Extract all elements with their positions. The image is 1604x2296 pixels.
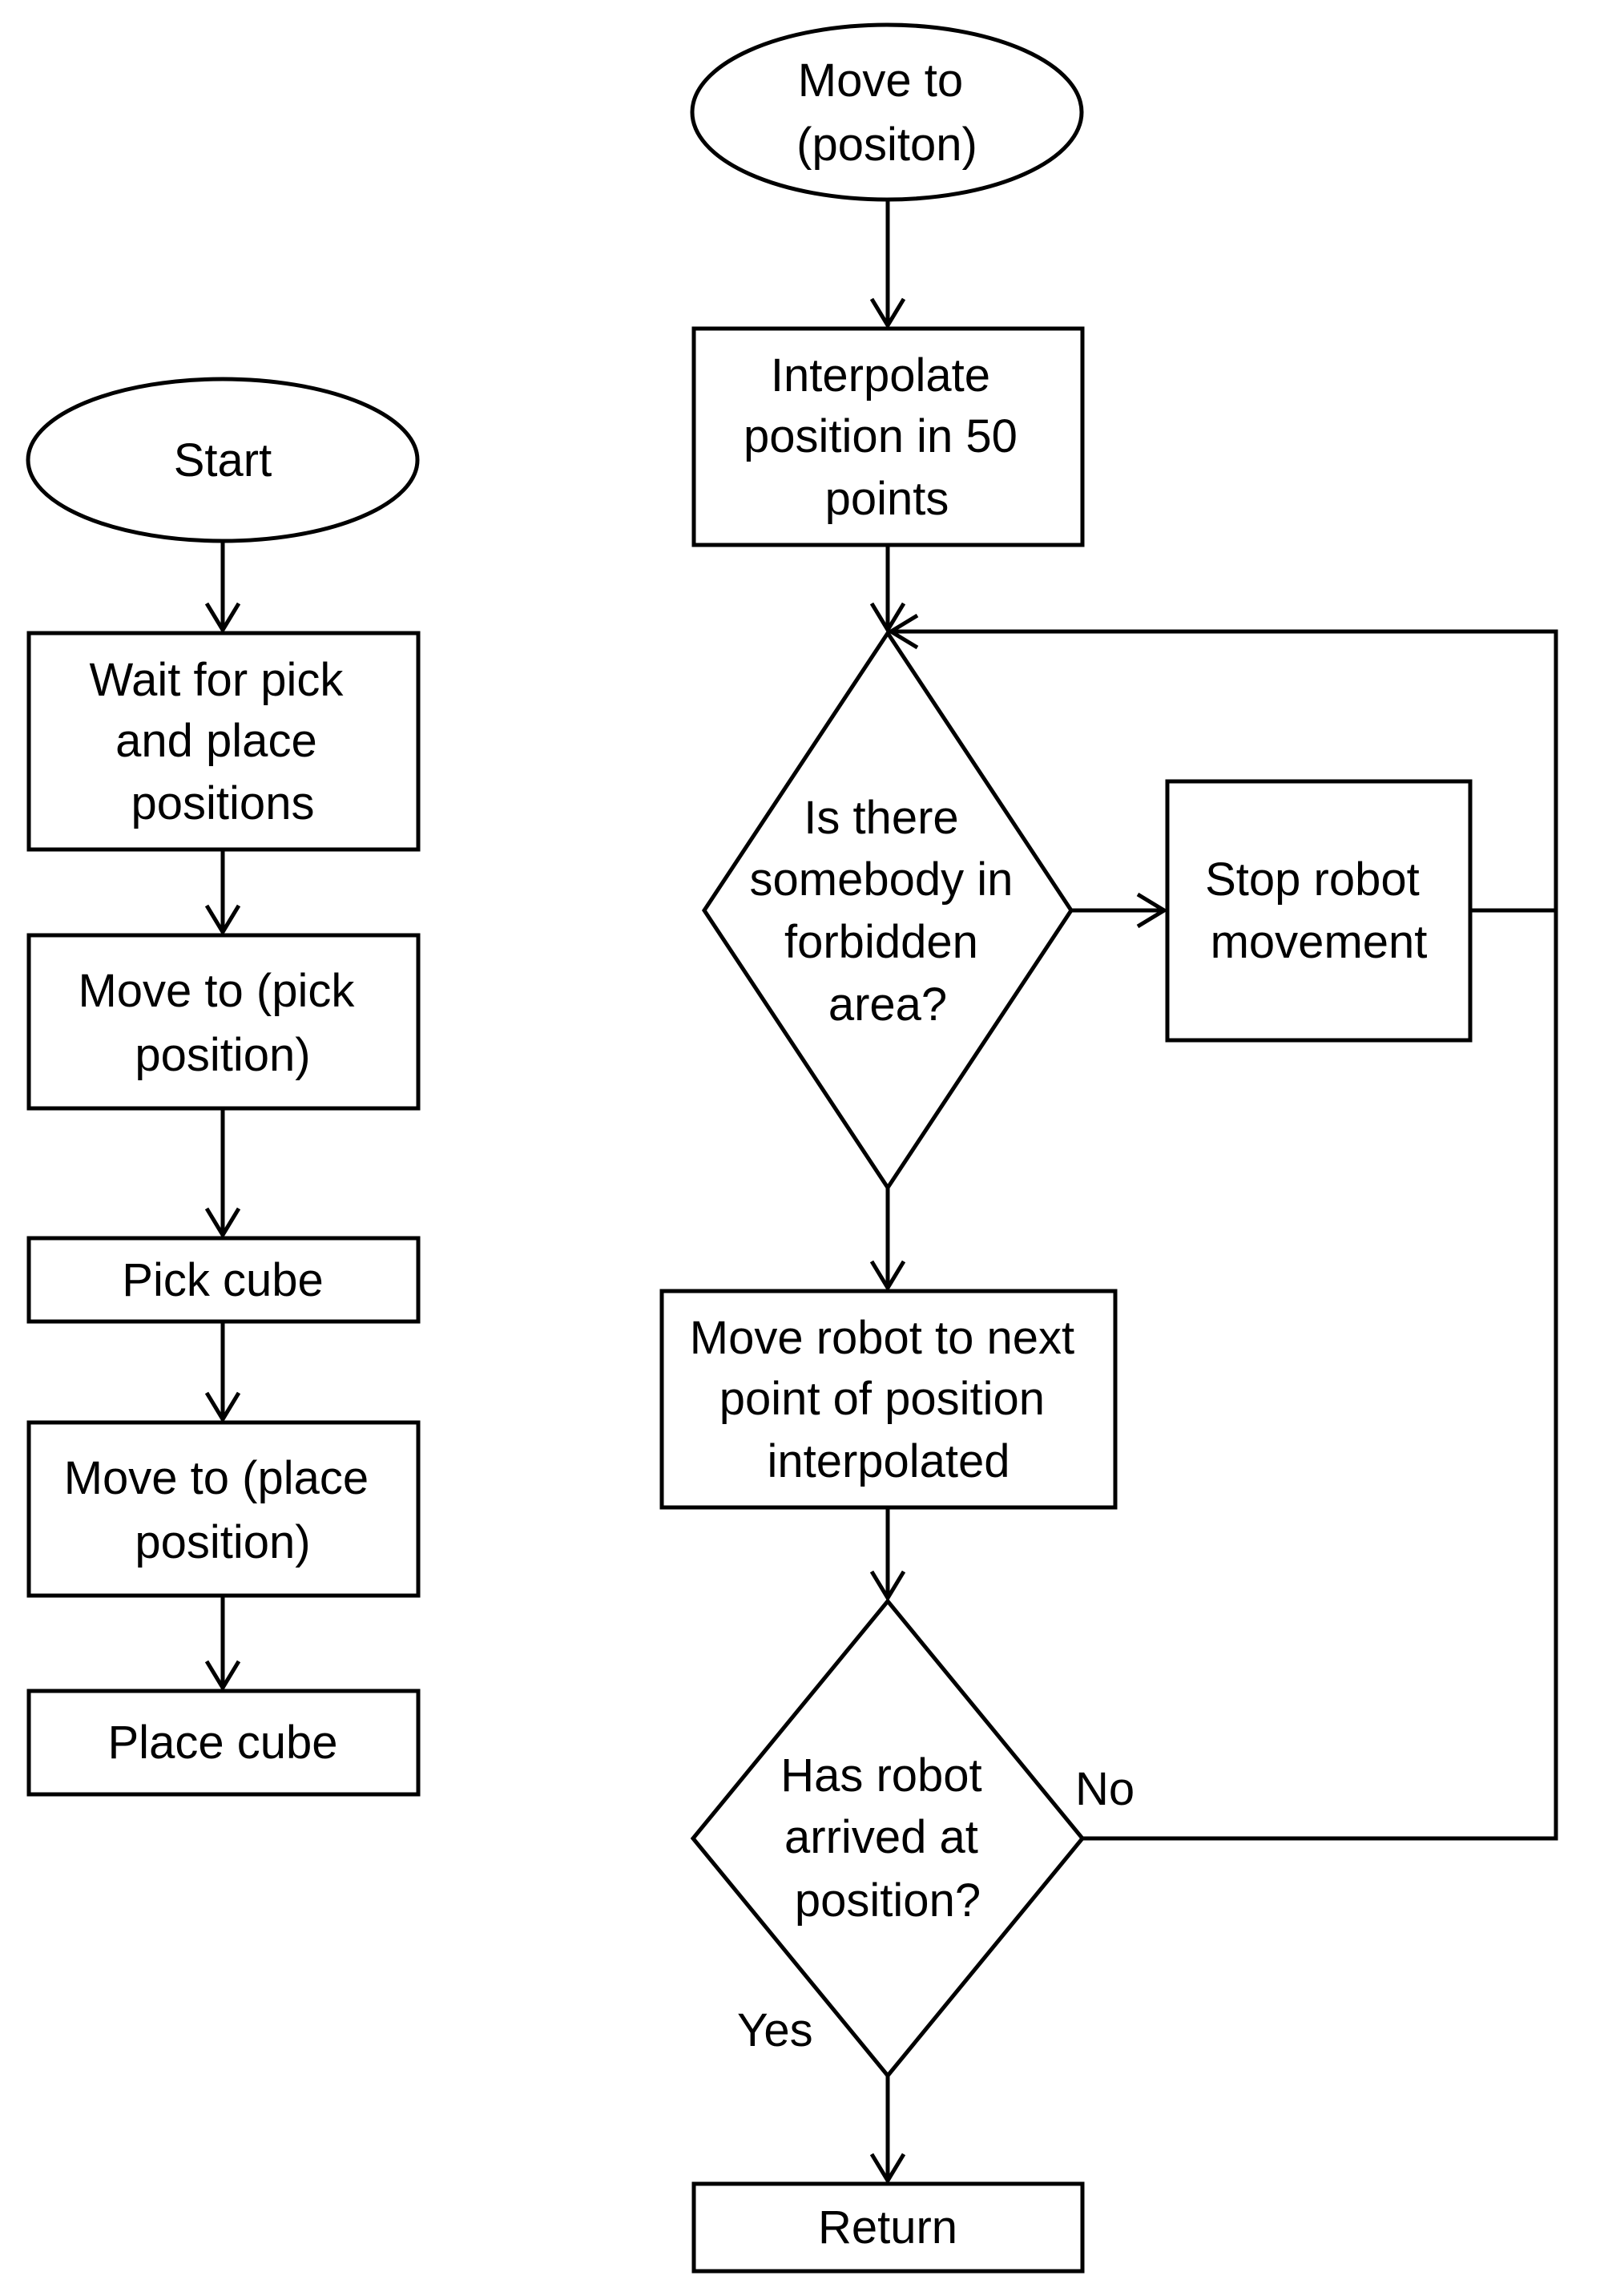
edge-pick-cube-to-move-place xyxy=(204,1322,241,1423)
node-forbidden-area-decision: Is there somebody in forbidden area? xyxy=(702,629,1074,1192)
svg-text:Pick cube: Pick cube xyxy=(122,1254,323,1306)
edge-move-next-to-arrived xyxy=(869,1508,906,1602)
node-interpolate: Interpolate position in 50 points xyxy=(691,326,1085,547)
edge-move-place-to-place-cube xyxy=(204,1596,241,1692)
edge-forbidden-to-move-next xyxy=(869,1188,906,1292)
edge-arrived-yes-to-return: Yes xyxy=(737,2004,906,2185)
node-move-to-place: Move to (place position) xyxy=(26,1420,421,1598)
svg-text:Start: Start xyxy=(174,434,272,486)
edge-wait-to-move-pick xyxy=(204,850,241,936)
node-arrived-decision: Has robot arrived at position? xyxy=(690,1598,1086,2079)
svg-text:Has robot arrived at: Has robot arrived at position? xyxy=(780,1749,995,1927)
svg-text:Is there somebody in: Is there somebody in forbidden area? xyxy=(750,792,1026,1031)
node-start: Start xyxy=(26,377,420,543)
edge-move-to-interpolate xyxy=(869,200,906,329)
svg-text:Move to (place position): Move to (place position) xyxy=(64,1452,382,1568)
edge-forbidden-to-stop xyxy=(1071,892,1168,929)
node-move-to-pick: Move to (pick position) xyxy=(26,933,421,1111)
svg-text:Move to (pick position): Move to (pick position) xyxy=(78,965,367,1081)
edge-start-to-wait xyxy=(204,542,241,634)
node-move-to-position: Move to (positon) xyxy=(690,22,1084,202)
edge-interpolate-to-forbidden xyxy=(869,546,906,634)
svg-text:Stop robot movement: Stop robot movement xyxy=(1205,853,1433,968)
svg-text:Interpolate position in: Interpolate position in 50 points xyxy=(744,349,1030,525)
node-move-robot-next: Move robot to next point of position int… xyxy=(659,1289,1118,1510)
node-stop-robot: Stop robot movement xyxy=(1165,779,1473,1043)
edge-label-no: No xyxy=(1075,1763,1134,1815)
node-wait-for-positions: Wait for pick and place positions xyxy=(26,631,421,852)
node-return: Return xyxy=(691,2181,1085,2274)
svg-text:Place cube: Place cube xyxy=(108,1717,338,1769)
node-place-cube: Place cube xyxy=(26,1689,421,1797)
node-pick-cube: Pick cube xyxy=(26,1236,421,1324)
edge-label-yes: Yes xyxy=(737,2004,813,2056)
svg-text:Wait for pick and place: Wait for pick and place positions xyxy=(89,654,356,829)
svg-text:Move robot to next point: Move robot to next point of position int… xyxy=(690,1312,1088,1487)
svg-text:Move to (positon): Move to (positon) xyxy=(796,54,977,171)
edge-arrived-no-loop: No xyxy=(887,613,1558,1841)
svg-text:Return: Return xyxy=(818,2201,957,2254)
edge-move-pick-to-pick-cube xyxy=(204,1109,241,1239)
